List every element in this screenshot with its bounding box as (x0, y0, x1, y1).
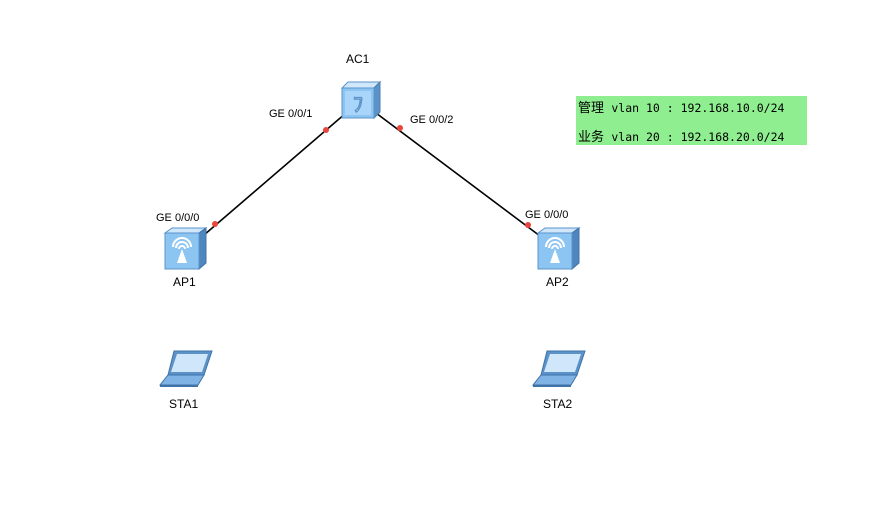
link-ac1-ap1[interactable] (203, 112, 347, 236)
legend-row-service: 业务 vlan 20 : 192.168.20.0/24 (578, 126, 784, 145)
legend-vlan: vlan 20 : 192.168.20.0/24 (611, 130, 785, 144)
ac1-label: AC1 (346, 52, 370, 66)
vlan-legend: 管理 vlan 10 : 192.168.10.0/24 业务 vlan 20 … (576, 96, 807, 145)
port-dot-ap1-ge000 (212, 221, 218, 227)
sta2-label: STA2 (543, 397, 573, 411)
legend-row-management: 管理 vlan 10 : 192.168.10.0/24 (578, 97, 784, 116)
ap1-label: AP1 (173, 275, 196, 289)
sta1-label: STA1 (169, 397, 199, 411)
port-label-ac1-ge002: GE 0/0/2 (410, 114, 454, 126)
legend-name: 业务 (578, 130, 605, 145)
svg-text:ﾌ: ﾌ (353, 92, 363, 116)
port-label-ap2-ge000: GE 0/0/0 (525, 209, 569, 221)
ap2-label: AP2 (546, 275, 569, 289)
access-point-icon[interactable] (536, 227, 582, 271)
port-label-ac1-ge001: GE 0/0/1 (269, 108, 313, 120)
access-point-icon[interactable] (163, 227, 209, 271)
laptop-icon[interactable] (531, 349, 587, 389)
ac-controller-icon[interactable]: ﾌ (338, 80, 382, 122)
laptop-icon[interactable] (158, 349, 214, 389)
port-dot-ac1-ge002 (397, 125, 403, 131)
port-label-ap1-ge000: GE 0/0/0 (156, 212, 200, 224)
legend-name: 管理 (578, 101, 605, 116)
port-dot-ap2-ge000 (525, 222, 531, 228)
link-ac1-ap2[interactable] (375, 112, 541, 237)
legend-vlan: vlan 10 : 192.168.10.0/24 (611, 101, 785, 115)
port-dot-ac1-ge001 (323, 127, 329, 133)
